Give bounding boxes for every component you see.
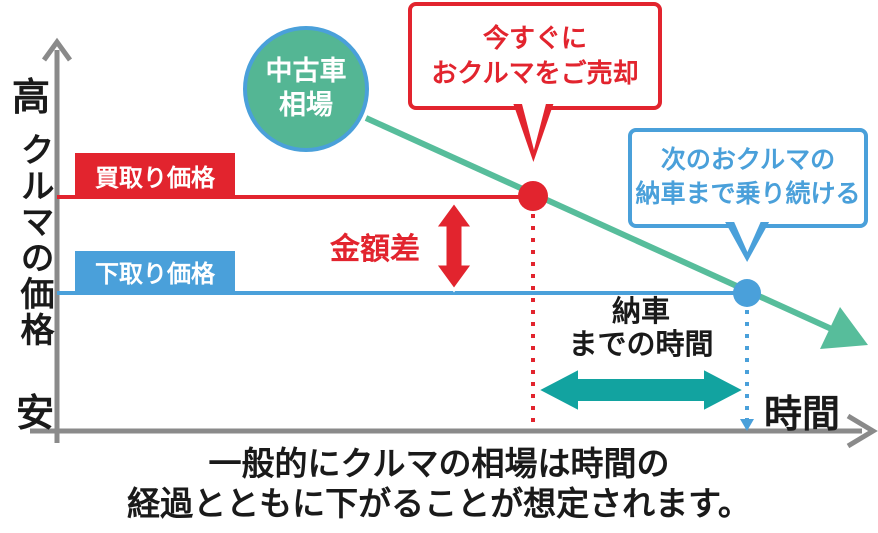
market-circle-line2: 相場 bbox=[279, 90, 333, 120]
y-axis-high-label: 高 bbox=[12, 77, 51, 119]
keep-driving-point-dot bbox=[733, 279, 761, 307]
buyback-price-label: 買取り価格 bbox=[95, 164, 215, 192]
y-axis-arrow-icon bbox=[41, 37, 73, 62]
caption-line2: 経過とともに下がることが想定されます。 bbox=[127, 484, 751, 522]
caption-line1: 一般的にクルマの相場は時間の bbox=[208, 445, 670, 482]
sell-now-callout-pointer-fill bbox=[520, 100, 547, 150]
x-axis-arrow-icon bbox=[846, 413, 878, 449]
sell-now-callout-line2: おクルマをご売却 bbox=[431, 58, 639, 88]
price-gap-label: 金額差 bbox=[330, 233, 420, 266]
buyback-price-tag: 買取り価格 bbox=[75, 153, 235, 197]
sell-now-point-dot bbox=[518, 181, 548, 211]
delivery-wait-arrow-icon bbox=[531, 363, 751, 417]
keep-driving-callout: 次のおクルマの 納車まで乗り続ける bbox=[628, 128, 868, 262]
dotted-line-arrowhead-icon bbox=[740, 419, 754, 431]
caption: 一般的にクルマの相場は時間の 経過とともに下がることが想定されます。 bbox=[0, 444, 878, 523]
keep-driving-callout-pointer-fill bbox=[732, 218, 763, 252]
y-axis-low-label: 安 bbox=[16, 393, 55, 435]
sell-now-callout: 今すぐに おクルマをご売却 bbox=[408, 2, 662, 162]
delivery-wait-label: 納車 までの時間 bbox=[555, 296, 727, 363]
delivery-wait-label-line2: までの時間 bbox=[568, 329, 714, 362]
delivery-wait-label-line1: 納車 bbox=[611, 296, 670, 328]
price-gap-arrow-icon bbox=[432, 199, 476, 293]
market-circle-badge: 中古車 相場 bbox=[243, 26, 369, 152]
sell-now-callout-line1: 今すぐに bbox=[482, 22, 587, 53]
x-axis-label: 時間 bbox=[764, 394, 841, 436]
trend-arrowhead-icon bbox=[820, 307, 868, 349]
tradein-price-label: 下取り価格 bbox=[95, 260, 215, 288]
market-circle-line1: 中古車 bbox=[265, 56, 347, 87]
tradein-price-tag: 下取り価格 bbox=[75, 251, 235, 291]
keep-driving-callout-line1: 次のおクルマの bbox=[660, 146, 836, 175]
keep-driving-callout-line2: 納車まで乗り続ける bbox=[635, 180, 861, 208]
y-axis-title: クルマの価格 bbox=[15, 132, 53, 348]
